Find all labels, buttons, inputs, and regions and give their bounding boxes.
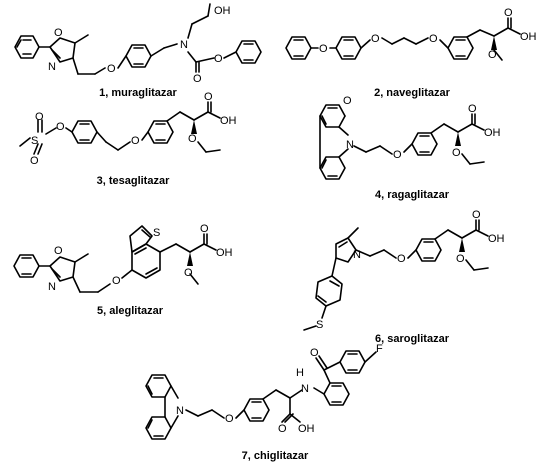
atom-label: O: [310, 347, 319, 359]
structure-saroglitazar: N O O OH O S 6, saroglitazar: [303, 209, 505, 345]
atom-label: N: [180, 39, 188, 51]
atom-label: S: [153, 227, 160, 239]
atom-label: O: [468, 103, 477, 115]
atom-label: O: [225, 413, 234, 425]
atom-label: O: [35, 111, 44, 123]
atom-label: O: [452, 147, 461, 159]
caption-saroglitazar: 6, saroglitazar: [375, 333, 450, 345]
atom-label: O: [397, 253, 406, 265]
atom-label: N: [301, 383, 309, 395]
atom-label: N: [346, 139, 354, 151]
atom-label: O: [56, 121, 65, 133]
caption-naveglitazar: 2, naveglitazar: [374, 87, 451, 99]
atom-label: O: [319, 43, 328, 55]
atom-label: OH: [216, 247, 233, 259]
atom-label: S: [316, 319, 323, 331]
caption-chiglitazar: 7, chiglitazar: [242, 450, 309, 462]
atom-label: O: [193, 73, 202, 85]
caption-ragaglitazar: 4, ragaglitazar: [375, 189, 450, 201]
atom-label: N: [353, 249, 361, 261]
atom-label: OH: [488, 233, 505, 245]
atom-label: O: [371, 33, 380, 45]
atom-label: OH: [298, 423, 315, 435]
atom-label: O: [204, 91, 213, 103]
atom-label: O: [504, 7, 513, 19]
atom-label: OH: [520, 31, 537, 43]
structure-naveglitazar: O O O O OH O 2, naveglitazar: [285, 7, 537, 99]
atom-label: OH: [214, 5, 231, 17]
atom-label: O: [488, 49, 497, 61]
caption-tesaglitazar: 3, tesaglitazar: [97, 175, 170, 187]
atom-label: H: [296, 367, 304, 379]
atom-label: O: [30, 155, 39, 167]
atom-label: OH: [220, 115, 237, 127]
atom-label: N: [176, 405, 184, 417]
atom-label: O: [188, 133, 197, 145]
atom-label: O: [472, 209, 481, 221]
structure-aleglitazar: O N O S O OH O 5, aleglitazar: [13, 223, 233, 317]
atom-label: O: [393, 149, 402, 161]
atom-label: O: [107, 63, 116, 75]
atom-label: N: [48, 281, 56, 293]
atom-label: N: [48, 61, 56, 73]
structure-ragaglitazar: O N O O OH O 4, ragaglitazar: [319, 95, 501, 201]
atom-label: O: [184, 267, 193, 279]
structure-chiglitazar: N O H N O OH O F 7, chiglitazar: [145, 343, 383, 462]
atom-label: O: [54, 245, 63, 257]
caption-muraglitazar: 1, muraglitazar: [99, 87, 177, 99]
atom-label: O: [278, 423, 287, 435]
atom-label: OH: [484, 127, 501, 139]
atom-label: S: [31, 135, 38, 147]
atom-label: O: [54, 27, 63, 39]
atom-label: O: [200, 223, 209, 235]
atom-label: O: [112, 275, 121, 287]
caption-aleglitazar: 5, aleglitazar: [97, 305, 164, 317]
structure-muraglitazar: O N O N OH O O 1, muraglitazar: [14, 3, 262, 99]
atom-label: O: [343, 95, 352, 107]
structure-tesaglitazar: S O O O O O OH O 3, tesaglitazar: [19, 91, 237, 187]
atom-label: O: [429, 33, 438, 45]
atom-label: O: [456, 253, 465, 265]
atom-label: O: [214, 53, 223, 65]
atom-label: F: [376, 343, 383, 355]
atom-label: O: [131, 135, 140, 147]
